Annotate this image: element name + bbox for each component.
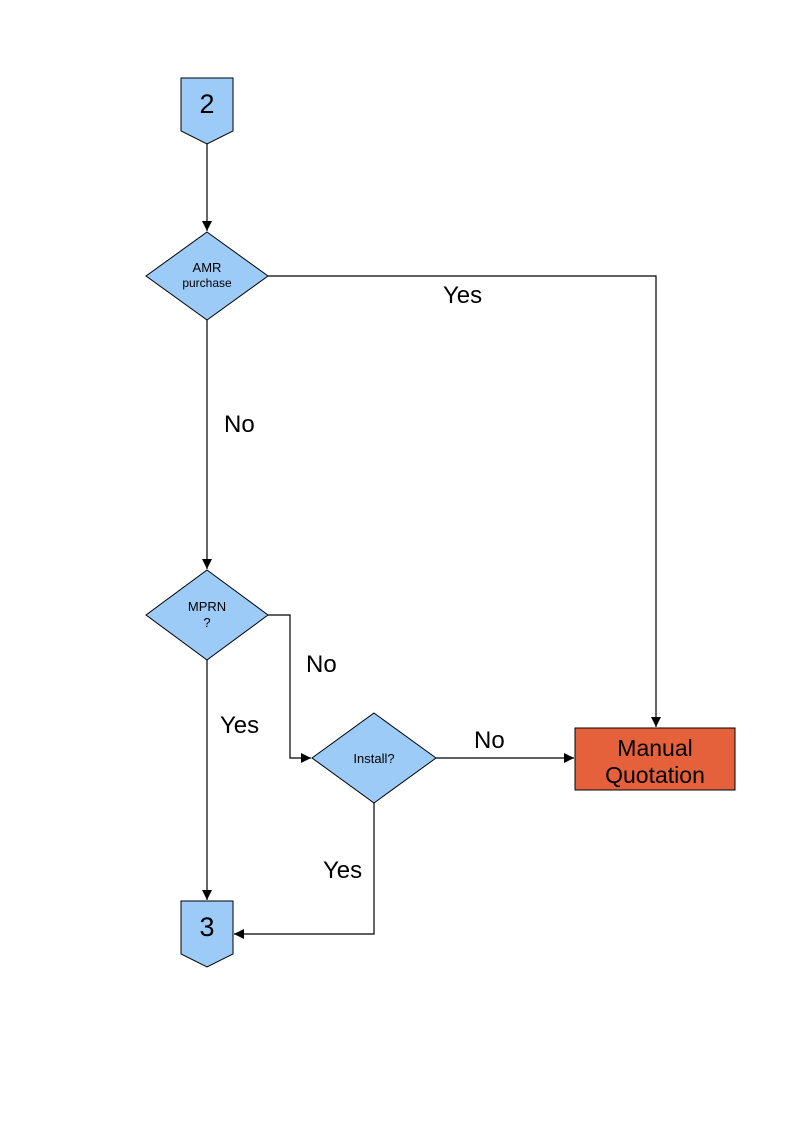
edge-label-install-yes: Yes	[323, 857, 362, 884]
connector-3-label: 3	[199, 912, 214, 942]
edge-amr-yes-to-manual-quotation	[268, 275, 661, 727]
edge-label-mprn-no: No	[306, 651, 337, 678]
connector-2-shape	[180, 77, 234, 145]
manual-quotation-label-line1: Manual	[617, 735, 692, 761]
edge-label-amr-no: No	[224, 411, 255, 438]
manual-quotation-label-line2: Quotation	[605, 762, 705, 788]
edge-install-yes-to-connector3	[234, 803, 375, 939]
mprn-decision-shape	[145, 569, 269, 661]
connector-3-shape	[180, 900, 234, 968]
amr-purchase-decision-shape	[145, 231, 269, 321]
edge-label-mprn-yes: Yes	[220, 712, 259, 739]
manual-quotation-box	[574, 727, 736, 791]
edge-label-amr-yes: Yes	[443, 282, 482, 309]
install-decision-label: Install?	[353, 751, 394, 766]
amr-purchase-decision-label-line1: AMR	[193, 260, 222, 275]
edge-label-install-no: No	[474, 727, 505, 754]
install-decision-shape	[311, 712, 437, 804]
connector-2-label: 2	[199, 89, 214, 119]
amr-purchase-decision-label-line2: purchase	[182, 276, 232, 290]
mprn-decision-label-line2: ?	[203, 615, 210, 630]
mprn-decision-label-line1: MPRN	[188, 599, 226, 614]
edge-mprn-no-to-install	[268, 614, 311, 763]
